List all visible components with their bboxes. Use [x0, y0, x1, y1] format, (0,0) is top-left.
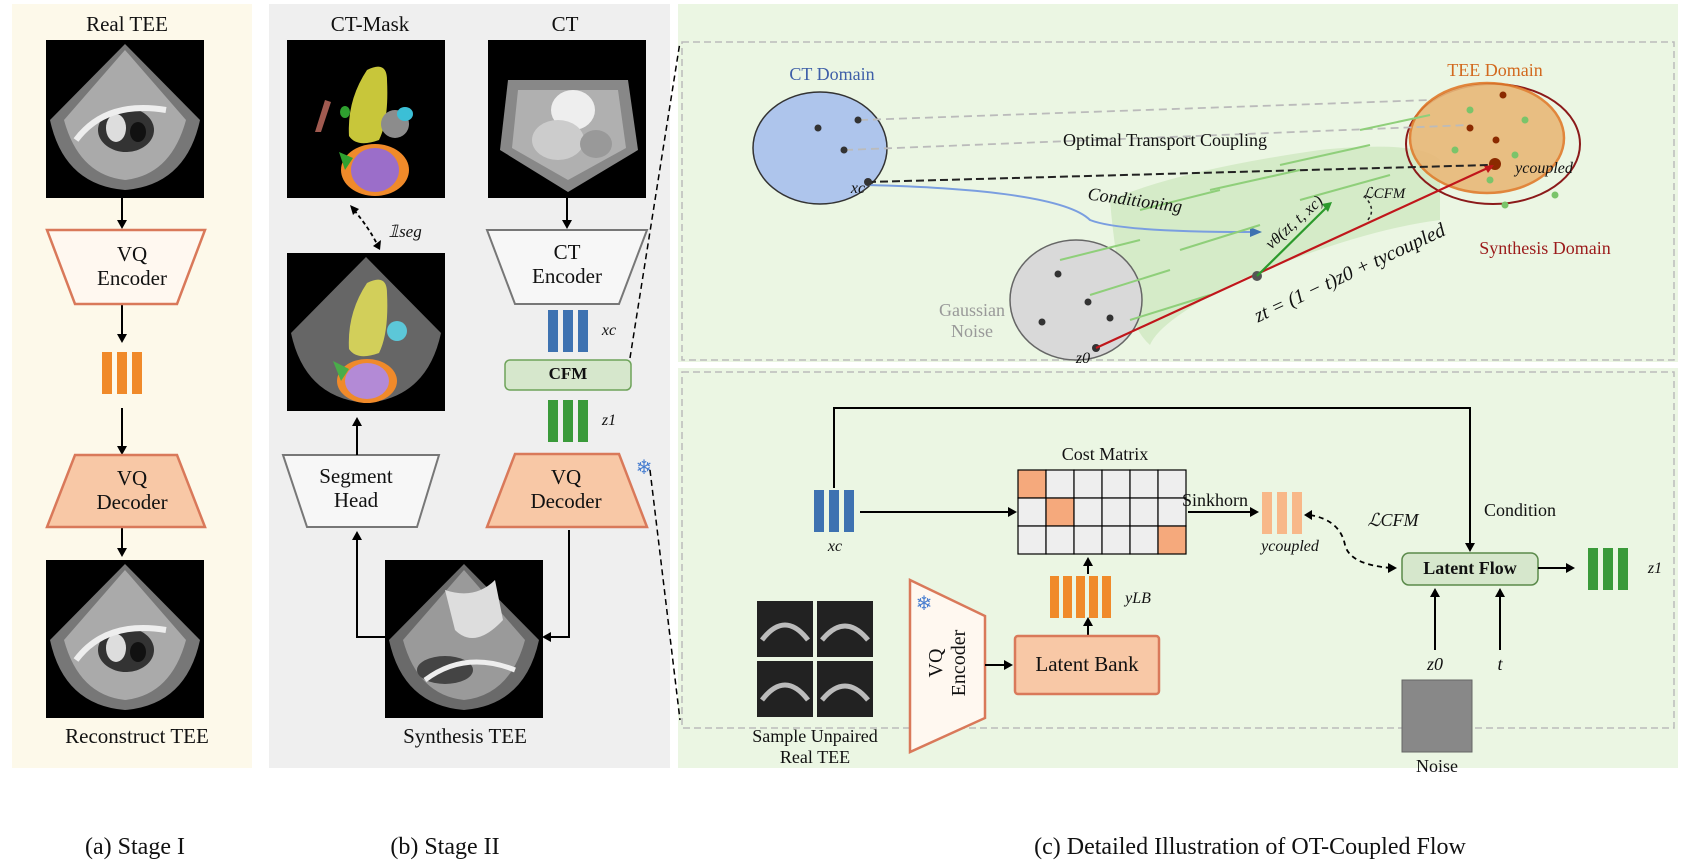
- ultrasound-image: [389, 564, 539, 710]
- sample-unpaired-label: Sample Unpaired Real TEE: [752, 726, 878, 767]
- vq-decoder-label-stage2: VQ Decoder: [530, 465, 602, 514]
- latent-bank-label: Latent Bank: [1035, 652, 1139, 676]
- xc-label: xc: [601, 322, 617, 339]
- mask-overlay-image: [287, 253, 445, 411]
- condition-label: Condition: [1483, 500, 1556, 520]
- synthesis-tee-image: [385, 560, 543, 718]
- cfm-label: CFM: [548, 364, 588, 383]
- ot-coupling-label: Optimal Transport Coupling: [1062, 130, 1268, 150]
- ultrasound-image: [50, 44, 200, 190]
- stage1-caption: (a) Stage I: [85, 834, 185, 860]
- xc-input-label: xc: [827, 538, 843, 555]
- stage1-real-tee-image: [46, 40, 204, 198]
- ct-scan: [500, 80, 638, 192]
- ct-image: [488, 40, 646, 198]
- xc-domain-label: xc: [850, 180, 866, 197]
- snowflake-icon-bottom: ❄: [915, 591, 933, 615]
- ct-label: CT: [551, 12, 579, 36]
- noise-label: Noise: [1416, 756, 1458, 776]
- vq-encoder-side-label: VQ Encoder: [925, 629, 970, 697]
- y-coupled-label: ycoupled: [1515, 160, 1573, 177]
- seg-loss-label: 𝟙seg: [388, 222, 422, 241]
- vq-encoder-shape: [45, 228, 207, 306]
- y-lb-label: yLB: [1125, 590, 1151, 607]
- sinkhorn-label: Sinkhorn: [1181, 490, 1248, 510]
- latent-flow-label: Latent Flow: [1423, 558, 1517, 578]
- z1-output-label: z1: [1647, 560, 1663, 577]
- y-coupled-bottom-label: ycoupled: [1261, 538, 1319, 555]
- stage1-real-tee-label: Real TEE: [86, 12, 168, 36]
- cost-matrix-label: Cost Matrix: [1061, 444, 1149, 464]
- cfm-loss-top-label: ℒCFM: [1362, 186, 1406, 202]
- synthesis-domain-label: Synthesis Domain: [1479, 238, 1611, 258]
- snowflake-icon: ❄: [635, 455, 653, 479]
- tee-domain-label: TEE Domain: [1447, 60, 1543, 80]
- ct-mask-label: CT-Mask: [330, 12, 410, 36]
- synthesis-tee-label: Synthesis TEE: [403, 724, 527, 748]
- stage1-vq-encoder-label: VQ Encoder: [97, 242, 167, 291]
- cfm-loss-bottom-label: ℒCFM: [1367, 510, 1419, 530]
- z1-label: z1: [601, 412, 617, 429]
- stage2-shapes: [281, 198, 649, 642]
- segmentation-mask: [315, 66, 413, 196]
- segment-head-label: Segment Head: [319, 464, 393, 513]
- z0-input-label: z0: [1426, 654, 1443, 674]
- t-input-label: t: [1497, 654, 1503, 674]
- stage1-vq-decoder-label: VQ Decoder: [96, 466, 168, 515]
- ultrasound-image: [50, 564, 200, 710]
- stage3-caption: (c) Detailed Illustration of OT-Coupled …: [1034, 834, 1466, 860]
- overlay-image: [291, 257, 441, 403]
- ct-mask-image: [287, 40, 445, 198]
- stage1-arrows: [45, 198, 207, 557]
- stage2-caption: (b) Stage II: [390, 834, 500, 860]
- vq-decoder-shape: [45, 453, 207, 529]
- ct-encoder-label: CT Encoder: [532, 240, 602, 289]
- z0-domain-label: z0: [1075, 350, 1091, 367]
- stage1-reconstruct-image: [46, 560, 204, 718]
- stage1-reconstruct-label: Reconstruct TEE: [65, 724, 209, 748]
- ct-domain-label: CT Domain: [789, 64, 875, 84]
- gaussian-noise-label: Gaussian Noise: [939, 300, 1005, 341]
